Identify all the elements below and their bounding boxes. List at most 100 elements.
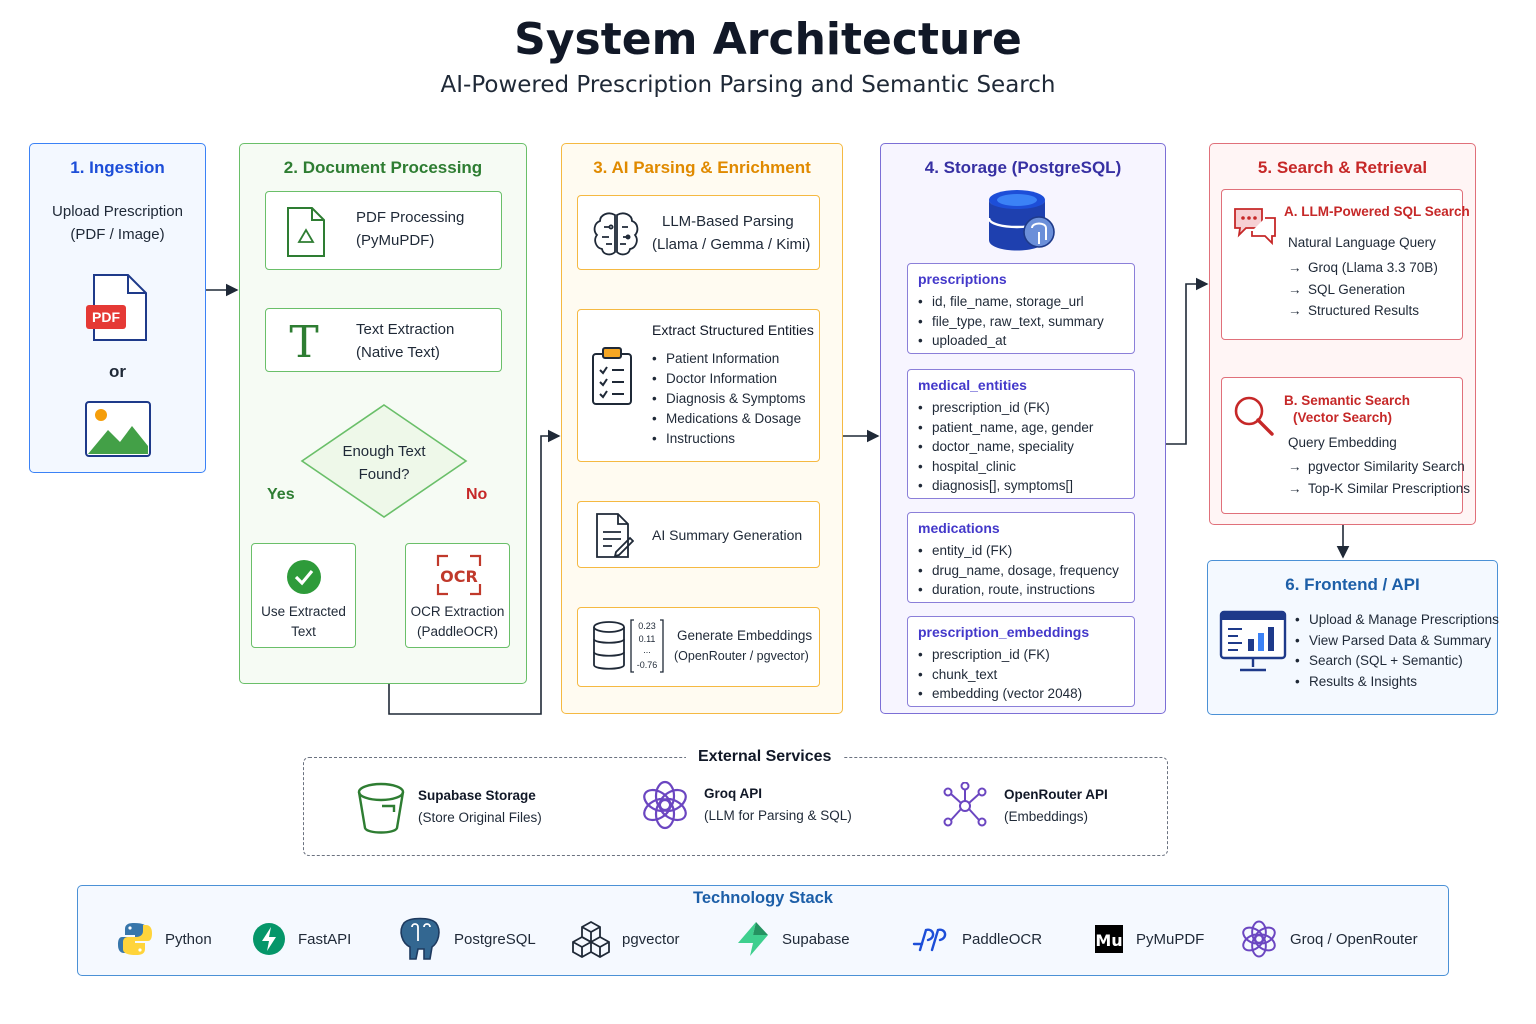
tech-label: PostgreSQL (454, 930, 536, 948)
semantic-step: Top-K Similar Prescriptions (1288, 478, 1470, 500)
table-field: duration, route, instructions (918, 580, 1124, 600)
text-extraction-box: T Text Extraction (Native Text) (265, 308, 502, 372)
tech-label: PyMuPDF (1136, 930, 1205, 948)
upload-line-1: Upload Prescription (52, 203, 183, 220)
embed-line-2: (OpenRouter / pgvector) (674, 649, 809, 663)
extract-list: Patient Information Doctor Information D… (652, 349, 806, 449)
embeddings-box: 0.23 0.11 ... -0.76 Generate Embeddings … (577, 607, 820, 687)
document-recycle-icon (287, 207, 325, 257)
use-extracted-box: Use Extracted Text (251, 543, 356, 648)
service-groq-api: Groq API (LLM for Parsing & SQL) (640, 780, 852, 830)
external-services-title: External Services (686, 748, 844, 766)
frontend-list: Upload & Manage Prescriptions View Parse… (1295, 610, 1499, 692)
decision-label: Enough Text Found? (320, 440, 448, 486)
vector-value: -0.76 (637, 660, 658, 670)
table-field: embedding (vector 2048) (918, 684, 1124, 704)
no-label: No (466, 486, 488, 503)
tech-label: Supabase (782, 930, 850, 948)
search-title: 5. Search & Retrieval (1257, 158, 1428, 177)
tech-stack-title: Technology Stack (693, 889, 833, 907)
monitor-dashboard-icon (1219, 610, 1287, 672)
use-extracted-line-2: Text (291, 624, 316, 639)
bucket-icon (357, 782, 405, 834)
sql-step: SQL Generation (1288, 279, 1438, 301)
table-field: id, file_name, storage_url (918, 292, 1124, 312)
parsing-title: 3. AI Parsing & Enrichment (593, 158, 811, 177)
tech-label: PaddleOCR (962, 930, 1043, 948)
embed-line-1: Generate Embeddings (677, 628, 813, 643)
table-prescriptions: prescriptions id, file_name, storage_url… (907, 263, 1135, 354)
vector-value: 0.11 (639, 634, 656, 644)
text-extraction-line-1: Text Extraction (356, 321, 455, 338)
table-name: prescriptions (918, 271, 1007, 287)
ocr-line-1: OCR Extraction (410, 604, 505, 619)
llm-line-1: LLM-Based Parsing (662, 213, 794, 230)
ocr-line-2: (PaddleOCR) (416, 624, 499, 639)
sql-search-box: A. LLM-Powered SQL Search Natural Langua… (1221, 189, 1470, 340)
table-field: prescription_id (FK) (918, 645, 1124, 665)
table-field: chunk_text (918, 665, 1124, 685)
table-field: prescription_id (FK) (918, 398, 1124, 418)
postgres-database-icon (987, 190, 1055, 251)
pdf-file-icon: PDF (86, 274, 147, 341)
ingestion-panel: 1. Ingestion Upload Prescription (PDF / … (29, 143, 206, 473)
table-field: entity_id (FK) (918, 541, 1124, 561)
semantic-title-line-2: (Vector Search) (1293, 410, 1393, 425)
frontend-panel: 6. Frontend / API Upload & Manage Prescr… (1207, 560, 1499, 715)
pdf-processing-box: PDF Processing (PyMuPDF) (265, 191, 502, 270)
table-medications: medications entity_id (FK) drug_name, do… (907, 512, 1135, 603)
tech-label: Python (165, 930, 212, 948)
tech-label: Groq / OpenRouter (1290, 930, 1418, 948)
tech-fastapi: FastAPI (252, 920, 351, 958)
tech-postgresql: PostgreSQL (396, 917, 536, 960)
decision-line-2: Found? (358, 466, 410, 483)
tech-label: pgvector (622, 930, 680, 948)
table-field: diagnosis[], symptoms[] (918, 476, 1124, 496)
mupdf-icon: Mu (1095, 925, 1123, 953)
extract-item: Doctor Information (652, 369, 806, 389)
or-label: or (109, 362, 126, 381)
table-name: prescription_embeddings (918, 624, 1090, 640)
postgresql-elephant-icon (400, 917, 440, 960)
use-extracted-line-1: Use Extracted (261, 604, 346, 619)
network-nodes-icon (943, 782, 987, 827)
page-subtitle: AI-Powered Prescription Parsing and Sema… (440, 72, 1056, 98)
frontend-title: 6. Frontend / API (1285, 575, 1420, 594)
summary-box: AI Summary Generation (577, 501, 820, 568)
tech-paddleocr: PaddleOCR (912, 920, 1042, 958)
table-field: file_type, raw_text, summary (918, 312, 1124, 332)
storage-title: 4. Storage (PostgreSQL) (924, 158, 1122, 177)
table-name: medications (918, 520, 1000, 536)
service-desc: (LLM for Parsing & SQL) (704, 808, 852, 823)
text-extraction-line-2: (Native Text) (356, 344, 440, 361)
supabase-bolt-icon (738, 922, 768, 956)
storage-panel: 4. Storage (PostgreSQL) prescriptions id… (880, 143, 1166, 714)
table-field: uploaded_at (918, 331, 1124, 351)
llm-line-2: (Llama / Gemma / Kimi) (652, 236, 811, 253)
summary-label: AI Summary Generation (652, 527, 803, 543)
clipboard-checklist-icon (592, 347, 632, 405)
chat-bubbles-icon (1234, 208, 1276, 246)
tech-pgvector: pgvector (572, 920, 680, 958)
decision-line-1: Enough Text (342, 443, 426, 460)
llm-parsing-box: LLM-Based Parsing (Llama / Gemma / Kimi) (577, 195, 820, 270)
vector-bracket-icon: 0.23 0.11 ... -0.76 (630, 619, 664, 673)
database-icon (593, 621, 625, 670)
magnifier-icon (1234, 396, 1274, 436)
vector-value: 0.23 (638, 621, 656, 631)
table-prescription-embeddings: prescription_embeddings prescription_id … (907, 616, 1135, 707)
extract-item: Instructions (652, 429, 806, 449)
check-circle-icon (287, 560, 321, 594)
extract-item: Diagnosis & Symptoms (652, 389, 806, 409)
tech-groq-openrouter: Groq / OpenRouter (1240, 920, 1418, 958)
svg-text:T: T (289, 319, 318, 363)
document-edit-icon (596, 513, 634, 558)
cubes-icon (572, 920, 610, 958)
service-desc: (Embeddings) (1004, 809, 1089, 824)
external-services-panel: External Services (303, 748, 1168, 856)
service-name: Groq API (704, 786, 763, 801)
semantic-head: Query Embedding (1288, 435, 1397, 450)
page-title: System Architecture (514, 14, 1022, 65)
sql-step: Structured Results (1288, 300, 1438, 322)
service-supabase-storage: Supabase Storage (Store Original Files) (356, 780, 542, 834)
